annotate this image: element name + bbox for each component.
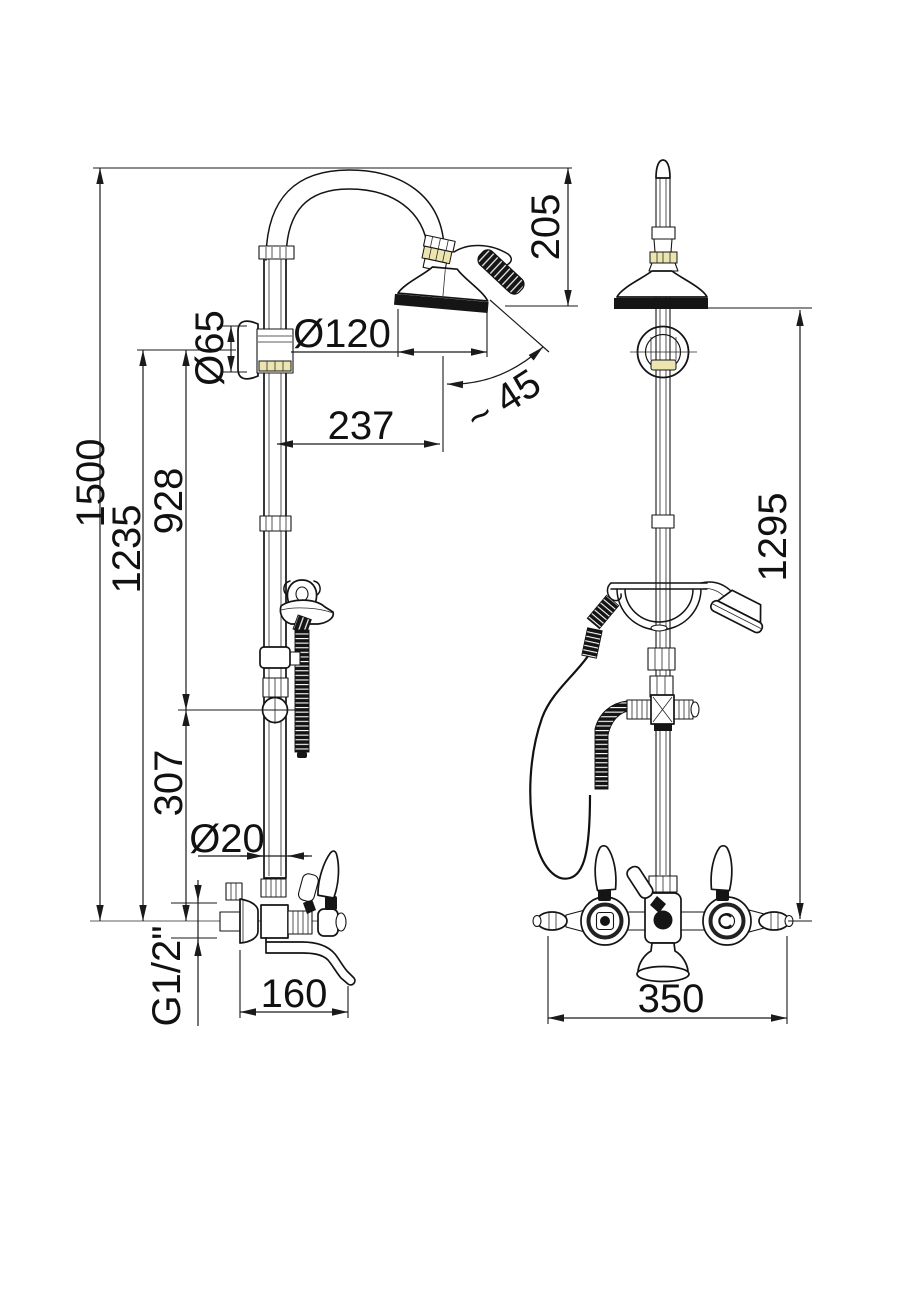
spiral-hose: [529, 594, 629, 880]
dim-lower-column: 307: [147, 750, 191, 817]
handshower-grip: [453, 244, 525, 295]
overhead-shower-head: [393, 266, 489, 314]
top-fitting-front: [648, 226, 679, 272]
dim-arm-reach: 237: [328, 404, 395, 448]
tub-spout: [265, 937, 356, 986]
wall-flange-front: [630, 325, 697, 379]
escutcheon: [239, 898, 259, 944]
handshower-head-front: [710, 589, 764, 634]
dim-thread-size: G1/2": [145, 926, 189, 1027]
dim-front-height: 1295: [751, 493, 795, 582]
dim-spout-reach: 160: [261, 972, 328, 1016]
dim-pipe-diameter: Ø20: [189, 817, 265, 861]
right-lever-handle: [710, 844, 733, 892]
lever-stem: [325, 896, 337, 910]
diverter-valve: [626, 647, 700, 731]
inlet-pipe: [219, 911, 241, 932]
handshower-cradle-front: [606, 581, 764, 634]
dim-flange-diameter: Ø65: [188, 310, 232, 386]
front-view: [529, 159, 794, 983]
wall-stub: [225, 882, 243, 901]
overhead-shower-head-front: [614, 270, 708, 309]
dim-head-drop: 205: [524, 194, 568, 261]
handshower-cradle-side: [279, 579, 335, 635]
dim-head-diameter: Ø120: [293, 312, 391, 356]
lever-handle-side: [317, 850, 340, 899]
diverter-lever-side: [297, 873, 319, 902]
mixer-front: [532, 844, 794, 983]
dim-total-height: 1500: [69, 439, 113, 528]
wall-flange-upper: [237, 320, 294, 380]
mixer-side: [219, 850, 356, 986]
diverter-stem: [303, 899, 316, 914]
dim-upper-column: 928: [147, 468, 191, 535]
left-lever-handle: [594, 844, 617, 892]
coiled-hose-side: [294, 629, 310, 758]
arm-end-fitting: [421, 234, 456, 273]
dimension-lines: [93, 167, 812, 1026]
shower-arm-arch: [258, 169, 445, 261]
diverter-lever-front: [626, 865, 654, 899]
mixer-body-side: [260, 904, 289, 939]
pipe-union-front: [651, 514, 675, 529]
dim-column-height: 1235: [105, 505, 149, 594]
side-view: [219, 169, 525, 986]
dim-mixer-width: 350: [638, 977, 705, 1021]
hose-holder-clamp: [259, 646, 301, 724]
pipe-union: [259, 515, 292, 532]
